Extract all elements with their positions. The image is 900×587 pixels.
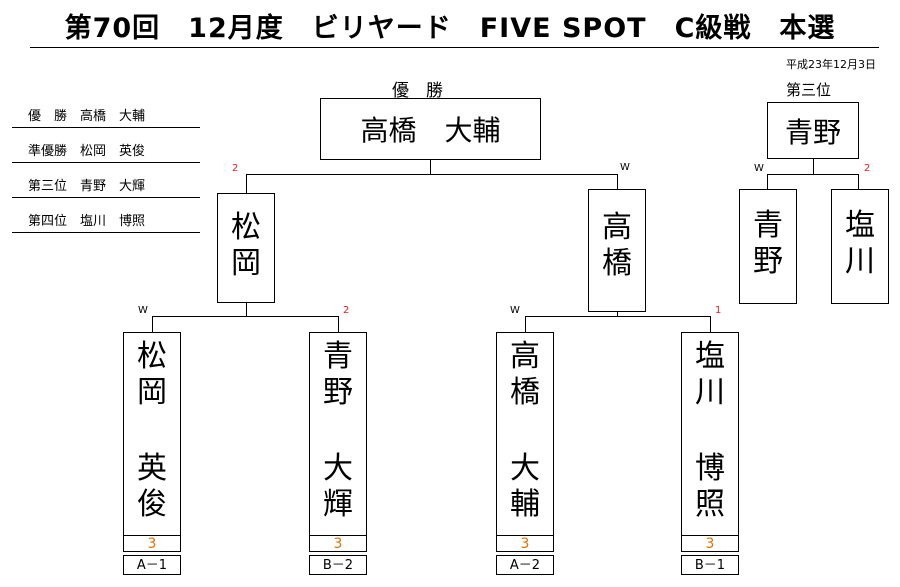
name-char: 青 bbox=[753, 208, 783, 243]
name-char: 英 bbox=[137, 451, 167, 486]
group-label: A－2 bbox=[496, 555, 554, 575]
event-date: 平成23年12月3日 bbox=[786, 58, 876, 71]
bracket-line bbox=[525, 316, 711, 317]
name-char: 高 bbox=[602, 210, 632, 245]
name-char: 青 bbox=[323, 339, 353, 374]
bracket-line bbox=[246, 174, 618, 175]
bracket-line bbox=[246, 174, 247, 193]
group-label: B－2 bbox=[309, 555, 367, 575]
name-char: 塩 bbox=[845, 208, 875, 243]
semifinal-right-box: 高 橋 bbox=[588, 189, 646, 312]
final-right-result: W bbox=[620, 162, 630, 173]
summary-rank: 優 勝 bbox=[28, 109, 68, 124]
bracket-line bbox=[617, 312, 618, 316]
summary-row-winner: 優 勝 高橋 大輔 bbox=[12, 108, 200, 128]
bracket-line bbox=[525, 316, 526, 332]
bracket-line bbox=[813, 159, 814, 174]
player-box: 高 橋 大 輔 bbox=[496, 332, 554, 536]
seed-number: 3 bbox=[123, 535, 181, 552]
bracket-line bbox=[246, 303, 247, 316]
name-char: 岡 bbox=[137, 375, 167, 410]
semi-left-top-result: W bbox=[138, 305, 148, 316]
name-char: 輔 bbox=[510, 487, 540, 522]
third-place-player-box: 青 野 bbox=[739, 189, 797, 304]
group-label: B－1 bbox=[681, 555, 739, 575]
bracket-line bbox=[710, 316, 711, 332]
final-caption: 優 勝 bbox=[392, 81, 443, 101]
bracket-line bbox=[617, 174, 618, 189]
name-char: 岡 bbox=[231, 246, 261, 281]
champion-box: 高橋 大輔 bbox=[320, 98, 541, 160]
bracket-line bbox=[767, 174, 768, 189]
semi-left-bottom-result: 2 bbox=[343, 305, 350, 316]
seed-number: 3 bbox=[309, 535, 367, 552]
semi-right-bottom-result: 1 bbox=[715, 305, 722, 316]
name-char: 照 bbox=[695, 487, 725, 522]
name-char: 川 bbox=[845, 244, 875, 279]
name-char: 橋 bbox=[602, 246, 632, 281]
name-char: 大 bbox=[323, 451, 353, 486]
summary-player: 塩川 博照 bbox=[80, 214, 146, 229]
name-char: 橋 bbox=[510, 375, 540, 410]
name-char: 野 bbox=[323, 375, 353, 410]
summary-player: 松岡 英俊 bbox=[80, 144, 146, 159]
final-left-result: 2 bbox=[232, 163, 239, 174]
name-char: 博 bbox=[695, 451, 725, 486]
player-box: 塩 川 博 照 bbox=[681, 332, 739, 536]
bracket-line bbox=[152, 316, 153, 332]
bracket-line bbox=[767, 174, 859, 175]
name-char: 俊 bbox=[137, 487, 167, 522]
summary-row-fourth: 第四位 塩川 博照 bbox=[12, 213, 200, 233]
semi-right-top-result: W bbox=[510, 305, 520, 316]
name-char: 松 bbox=[137, 339, 167, 374]
bracket-line bbox=[152, 316, 339, 317]
summary-rank: 第三位 bbox=[28, 179, 68, 194]
third-place-box: 青野 bbox=[767, 102, 859, 159]
summary-row-third: 第三位 青野 大輝 bbox=[12, 178, 200, 198]
player-box: 青 野 大 輝 bbox=[309, 332, 367, 536]
seed-number: 3 bbox=[681, 535, 739, 552]
summary-rank: 準優勝 bbox=[28, 144, 68, 159]
name-char: 輝 bbox=[323, 487, 353, 522]
summary-rank: 第四位 bbox=[28, 214, 68, 229]
page-title: 第70回 12月度 ビリヤード FIVE SPOT C級戦 本選 bbox=[64, 13, 836, 44]
seed-number: 3 bbox=[496, 535, 554, 552]
summary-row-runner-up: 準優勝 松岡 英俊 bbox=[12, 143, 200, 163]
champion-name: 高橋 大輔 bbox=[360, 114, 501, 147]
third-place-name: 青野 bbox=[784, 115, 841, 149]
name-char: 大 bbox=[510, 451, 540, 486]
bracket-line bbox=[858, 174, 859, 189]
third-place-player-box: 塩 川 bbox=[831, 189, 889, 304]
name-char: 川 bbox=[695, 375, 725, 410]
player-box: 松 岡 英 俊 bbox=[123, 332, 181, 536]
bracket-line bbox=[430, 160, 431, 174]
group-label: A－1 bbox=[123, 555, 181, 575]
third-place-caption: 第三位 bbox=[786, 81, 832, 99]
third-left-result: W bbox=[754, 163, 764, 174]
bracket-line bbox=[338, 316, 339, 332]
name-char: 高 bbox=[510, 339, 540, 374]
title-underline bbox=[30, 47, 879, 48]
name-char: 松 bbox=[231, 210, 261, 245]
semifinal-left-box: 松 岡 bbox=[217, 193, 275, 303]
third-right-result: 2 bbox=[864, 163, 871, 174]
summary-player: 高橋 大輔 bbox=[80, 109, 146, 124]
name-char: 塩 bbox=[695, 339, 725, 374]
name-char: 野 bbox=[753, 244, 783, 279]
summary-player: 青野 大輝 bbox=[80, 179, 146, 194]
